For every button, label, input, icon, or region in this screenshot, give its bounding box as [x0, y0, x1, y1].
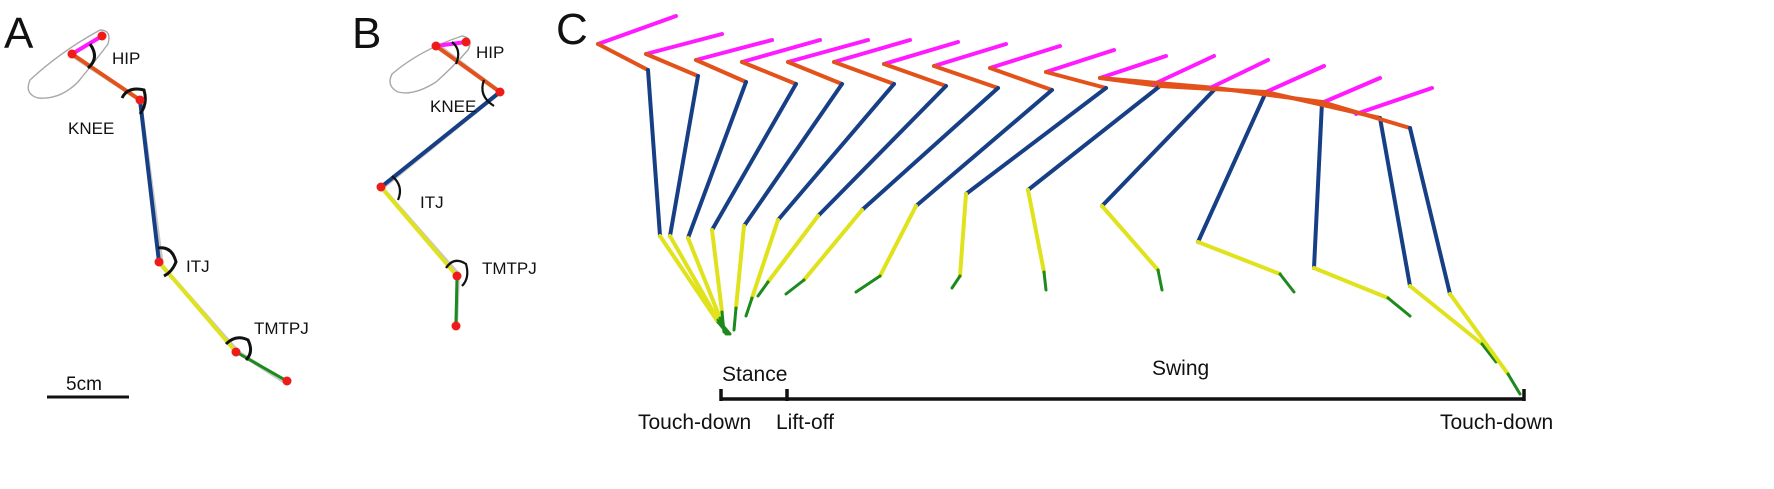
gait-frame-8 [784, 42, 1008, 296]
panel-b-itj-label: ITJ [420, 193, 444, 212]
panel-a-tmtpj-marker [231, 347, 241, 357]
panel-a-knee-marker [135, 95, 145, 105]
panel-b-pelvis-segment [435, 40, 467, 48]
gait-frame-16 [1320, 86, 1522, 396]
panel-b-tarsometatarsus-segment [379, 185, 459, 278]
panel-a-itj-marker [154, 257, 164, 267]
panel-a-joint-markers [67, 31, 292, 386]
gait-frame-7 [756, 40, 960, 298]
panel-c: C [556, 5, 1553, 434]
panel-b-itj-marker [376, 182, 386, 192]
panel-b-angle-arcs [391, 41, 495, 287]
swing-phase-label: Swing [1152, 357, 1209, 380]
panel-a: A HIP KNEE ITJ TMTPJ [4, 9, 309, 399]
panel-b: B HIP KNEE ITJ TMTPJ [352, 9, 537, 331]
panel-a-angle-arcs [86, 43, 253, 362]
panel-a-tibiotarsus-segment [138, 99, 161, 263]
gait-frame-15 [1264, 76, 1498, 364]
panel-a-pelvis-marker [97, 31, 107, 41]
panel-a-toe-marker [282, 376, 292, 386]
gait-frame-5 [732, 38, 870, 332]
panel-b-letter: B [352, 9, 381, 58]
stance-phase-label: Stance [722, 363, 787, 386]
panel-b-toe-marker [451, 321, 461, 331]
panel-a-knee-angle-arc [120, 87, 147, 115]
panel-b-knee-marker [495, 87, 505, 97]
gait-phase-timeline [719, 389, 1526, 401]
panel-b-toe-segment [454, 275, 459, 327]
panel-a-toe-segment [235, 350, 288, 383]
panel-a-tmtpj-angle-arc [224, 336, 253, 362]
gait-frame-9 [854, 44, 1062, 294]
panel-b-itj-angle-arc [391, 175, 402, 201]
gait-frame-1 [596, 14, 730, 336]
panel-b-hip-marker [431, 41, 441, 51]
panel-b-pelvis-marker [461, 37, 471, 47]
gait-frame-3 [686, 38, 774, 336]
panel-a-scale-bar-label: 5cm [66, 374, 102, 395]
panel-b-hip-label: HIP [476, 43, 504, 62]
panel-a-hip-label: HIP [112, 49, 140, 68]
panel-b-femur-segment [434, 44, 502, 94]
panel-a-tarsometatarsus-segment [157, 260, 238, 354]
lift-off-label: Lift-off [776, 411, 834, 434]
panel-a-knee-label: KNEE [68, 119, 114, 138]
panel-b-knee-label: KNEE [430, 97, 476, 116]
touch-down-end-label: Touch-down [1440, 411, 1553, 434]
panel-a-hip-marker [67, 49, 77, 59]
panel-a-tmtpj-label: TMTPJ [254, 319, 309, 338]
gait-frame-6 [744, 38, 912, 318]
panel-b-tmtpj-marker [452, 271, 462, 281]
panel-b-knee-angle-arc [481, 79, 495, 107]
panel-a-pelvis-segment [70, 34, 104, 56]
panel-b-tibiotarsus-segment [379, 90, 502, 189]
panel-c-stick-figures [596, 14, 1522, 396]
panel-a-bone-outline [27, 29, 290, 386]
panel-b-hip-angle-arc [451, 41, 460, 65]
panel-a-letter: A [4, 9, 34, 58]
gait-frame-2 [644, 32, 732, 336]
panel-b-tmtpj-angle-arc [445, 259, 469, 287]
gait-frame-10 [950, 48, 1116, 290]
panel-a-itj-label: ITJ [186, 257, 210, 276]
panel-b-tmtpj-label: TMTPJ [482, 259, 537, 278]
panel-a-itj-angle-arc [157, 246, 178, 278]
gait-frame-4 [710, 38, 822, 334]
panel-b-joint-markers [376, 37, 505, 331]
panel-c-letter: C [556, 5, 588, 54]
panel-a-hip-angle-arc [86, 43, 96, 70]
touch-down-start-label: Touch-down [638, 411, 751, 434]
gait-frame-12 [1098, 54, 1218, 292]
